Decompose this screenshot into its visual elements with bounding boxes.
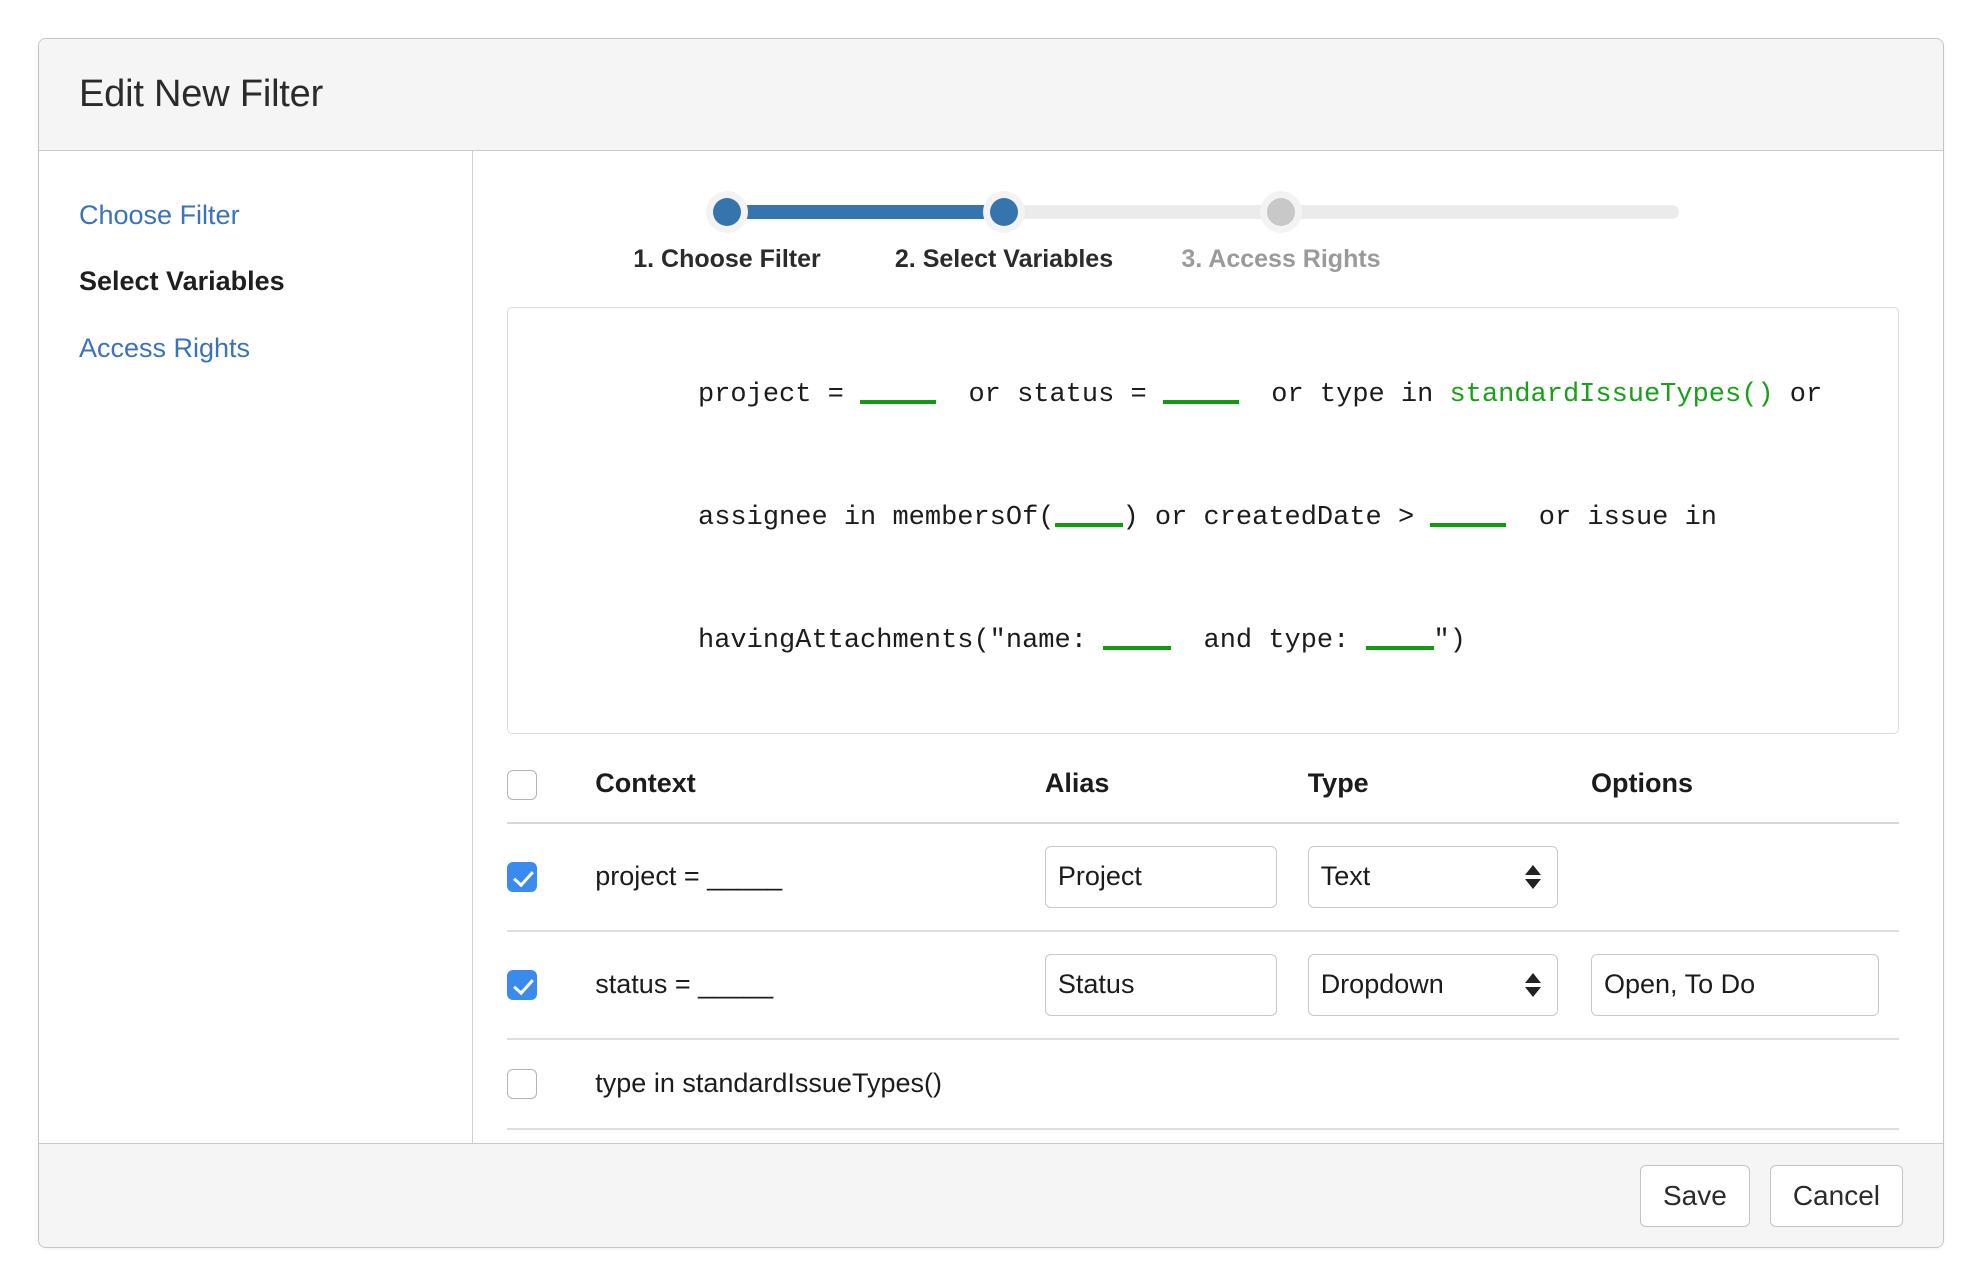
alias-input-project[interactable] bbox=[1044, 845, 1277, 908]
type-select-value: Dropdown bbox=[1320, 969, 1444, 1000]
row-context-cell: assignee in membersOf(_____) bbox=[595, 1128, 1045, 1143]
dialog-header: Edit New Filter bbox=[39, 39, 1943, 151]
stepper-dot-2[interactable] bbox=[990, 198, 1018, 226]
jql-blank-assignee[interactable] bbox=[1054, 501, 1123, 527]
context-label: status = _____ bbox=[595, 969, 774, 1000]
jql-line-3: havingAttachments("name: and type: ") bbox=[536, 580, 1870, 703]
jql-function-standardissuetypes: standardIssueTypes() bbox=[1449, 380, 1774, 410]
row-checkbox-cell bbox=[507, 1038, 596, 1130]
row-alias-cell bbox=[1044, 1128, 1308, 1143]
row-alias-cell bbox=[1044, 1038, 1308, 1130]
row-options-cell bbox=[1591, 1128, 1899, 1143]
jql-text: ) or createdDate > bbox=[1122, 503, 1431, 533]
chevron-updown-icon bbox=[1524, 864, 1541, 889]
jql-blank-attach-type[interactable] bbox=[1365, 624, 1434, 650]
jql-text: and type: bbox=[1171, 626, 1366, 656]
jql-text: or type in bbox=[1238, 380, 1450, 410]
column-header-alias: Alias bbox=[1044, 762, 1308, 824]
variables-table: Context Alias Type Options bbox=[507, 762, 1899, 1143]
jql-blank-createddate[interactable] bbox=[1430, 501, 1507, 527]
type-select-status[interactable]: Dropdown bbox=[1307, 953, 1558, 1016]
row-checkbox-type[interactable] bbox=[507, 1068, 537, 1099]
row-alias-cell bbox=[1044, 822, 1308, 932]
row-context-cell: type in standardIssueTypes() bbox=[595, 1038, 1045, 1130]
row-checkbox-cell bbox=[507, 930, 596, 1040]
alias-input-status[interactable] bbox=[1044, 953, 1277, 1016]
jql-text: assignee in membersOf( bbox=[698, 503, 1055, 533]
jql-query-preview: project = or status = or type in standar… bbox=[507, 307, 1899, 734]
jql-text: ") bbox=[1433, 626, 1466, 656]
row-checkbox-project[interactable] bbox=[507, 861, 537, 892]
row-context-cell: status = _____ bbox=[595, 930, 1045, 1040]
jql-text: project = bbox=[698, 380, 861, 410]
jql-line-1: project = or status = or type in standar… bbox=[536, 334, 1870, 457]
table-row: type in standardIssueTypes() bbox=[507, 1038, 1899, 1130]
jql-blank-status[interactable] bbox=[1162, 378, 1239, 404]
row-options-cell bbox=[1591, 930, 1899, 1040]
context-label: project = _____ bbox=[595, 861, 783, 892]
row-options-cell bbox=[1591, 1038, 1899, 1130]
row-checkbox-status[interactable] bbox=[507, 969, 537, 1000]
cancel-button[interactable]: Cancel bbox=[1769, 1164, 1903, 1227]
row-context-cell: project = _____ bbox=[595, 822, 1045, 932]
stepper-label-1[interactable]: 1. Choose Filter bbox=[633, 245, 821, 273]
column-header-context: Context bbox=[595, 762, 1045, 824]
table-row: assignee in membersOf(_____) Text bbox=[507, 1128, 1899, 1143]
wizard-stepper: 1. Choose Filter 2. Select Variables 3. … bbox=[633, 185, 1733, 297]
row-checkbox-cell bbox=[507, 1128, 596, 1143]
row-type-cell: Dropdown bbox=[1307, 930, 1591, 1040]
jql-line-2: assignee in membersOf( ) or createdDate >… bbox=[536, 457, 1870, 580]
row-type-cell: Text bbox=[1307, 1128, 1591, 1143]
dialog-footer: Save Cancel bbox=[39, 1143, 1943, 1247]
sidebar-item-choose-filter[interactable]: Choose Filter bbox=[79, 200, 240, 230]
table-row: project = _____ Text bbox=[507, 822, 1899, 932]
dialog-body: Choose Filter Select Variables Access Ri… bbox=[39, 151, 1943, 1143]
jql-text: or status = bbox=[936, 380, 1163, 410]
stepper-progress-fill bbox=[727, 205, 1004, 219]
select-all-header bbox=[507, 762, 596, 824]
column-header-options: Options bbox=[1591, 762, 1899, 824]
context-label: type in standardIssueTypes() bbox=[595, 1068, 942, 1099]
row-alias-cell bbox=[1044, 930, 1308, 1040]
variables-table-scroll[interactable]: Context Alias Type Options bbox=[507, 762, 1899, 1143]
chevron-updown-icon bbox=[1524, 972, 1541, 997]
stepper-label-3[interactable]: 3. Access Rights bbox=[1181, 245, 1381, 273]
sidebar: Choose Filter Select Variables Access Ri… bbox=[39, 151, 473, 1143]
row-type-cell: Text bbox=[1307, 822, 1591, 932]
stepper-dot-3[interactable] bbox=[1267, 198, 1295, 226]
table-row: status = _____ Dropdown bbox=[507, 930, 1899, 1040]
select-all-checkbox[interactable] bbox=[507, 769, 537, 800]
type-select-project[interactable]: Text bbox=[1307, 845, 1558, 908]
stepper-label-2[interactable]: 2. Select Variables bbox=[894, 245, 1114, 273]
row-type-cell bbox=[1307, 1038, 1591, 1130]
column-header-type: Type bbox=[1307, 762, 1591, 824]
edit-filter-dialog: Edit New Filter Choose Filter Select Var… bbox=[38, 38, 1944, 1248]
sidebar-item-select-variables[interactable]: Select Variables bbox=[79, 266, 285, 297]
jql-text: or issue in bbox=[1506, 503, 1717, 533]
jql-blank-project[interactable] bbox=[860, 378, 937, 404]
save-button[interactable]: Save bbox=[1640, 1164, 1750, 1227]
jql-blank-attach-name[interactable] bbox=[1103, 624, 1172, 650]
row-options-cell bbox=[1591, 822, 1899, 932]
page-title: Edit New Filter bbox=[79, 73, 324, 115]
row-checkbox-cell bbox=[507, 822, 596, 932]
sidebar-item-access-rights[interactable]: Access Rights bbox=[79, 332, 251, 363]
table-header-row: Context Alias Type Options bbox=[507, 762, 1899, 824]
options-input-status[interactable] bbox=[1591, 953, 1879, 1016]
main-panel: 1. Choose Filter 2. Select Variables 3. … bbox=[473, 151, 1943, 1143]
jql-text: or bbox=[1773, 380, 1823, 410]
type-select-value: Text bbox=[1320, 861, 1371, 892]
stepper-dot-1[interactable] bbox=[713, 198, 741, 226]
jql-text: havingAttachments("name: bbox=[698, 626, 1104, 656]
